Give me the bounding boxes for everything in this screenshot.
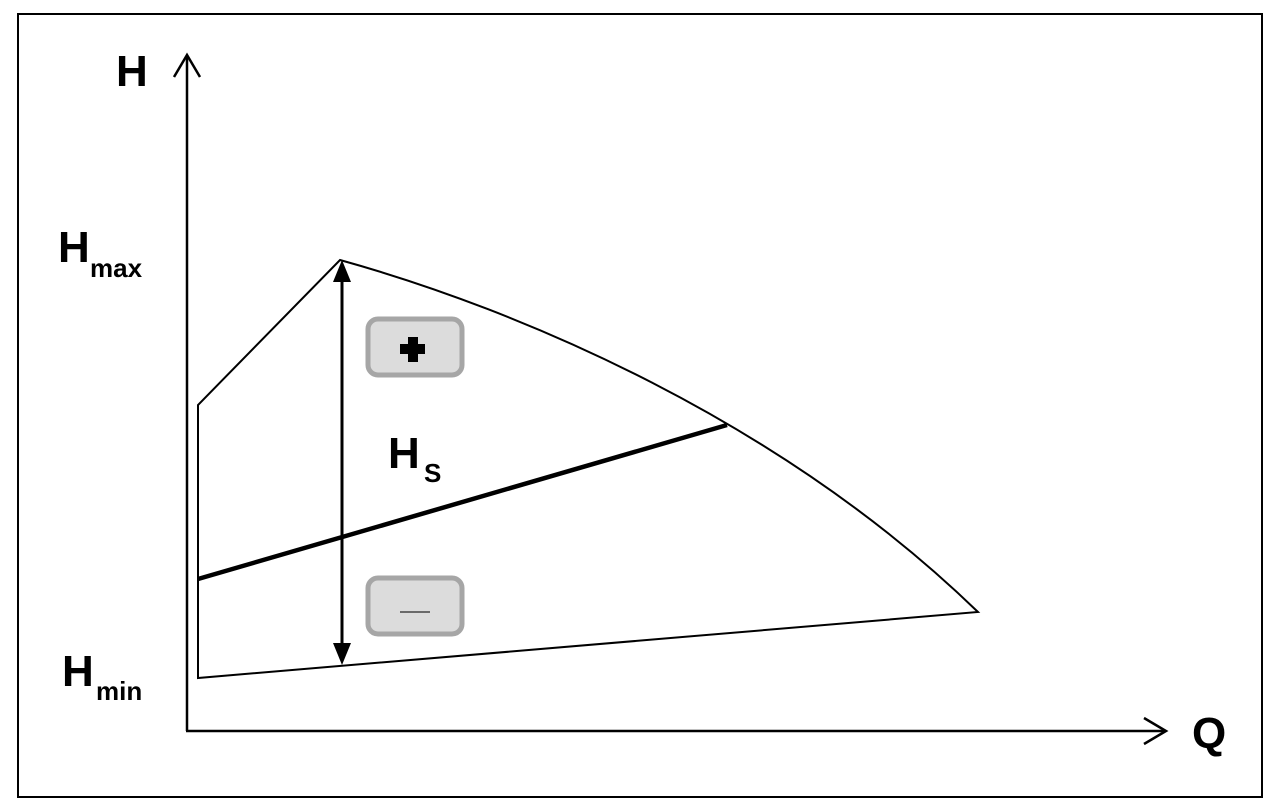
h-min-label: H: [62, 647, 94, 696]
head-range-double-arrow: [333, 260, 351, 665]
setpoint-line: [197, 422, 728, 582]
h-min-subscript: min: [96, 676, 142, 706]
h-s-label: H: [388, 429, 420, 478]
decrease-button[interactable]: [365, 575, 465, 637]
h-max-subscript: max: [90, 253, 143, 283]
h-s-subscript: S: [424, 458, 441, 488]
y-axis: [172, 52, 202, 731]
increase-button[interactable]: [365, 316, 465, 378]
operating-envelope: [197, 258, 981, 680]
y-axis-label: H: [116, 47, 148, 96]
x-axis-label: Q: [1192, 709, 1226, 758]
frame: [17, 13, 1263, 798]
plus-icon: [400, 337, 425, 362]
h-max-label: H: [58, 223, 90, 272]
x-axis: [186, 716, 1169, 746]
